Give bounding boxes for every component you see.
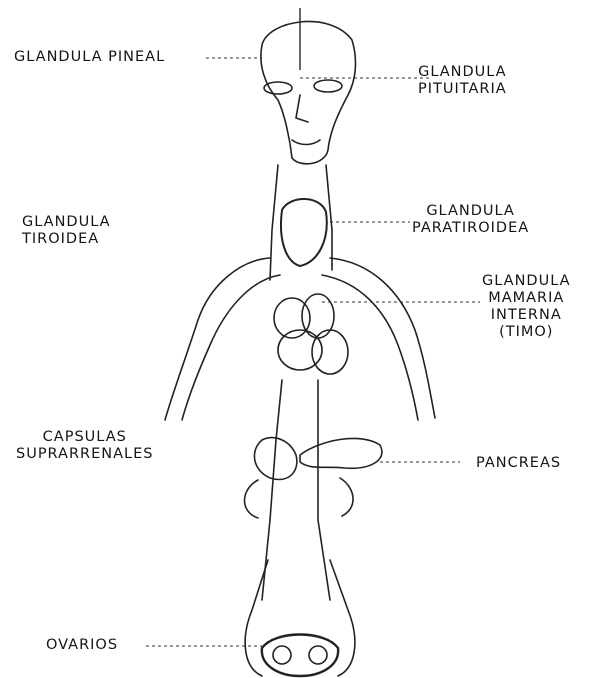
label-text: GLANDULA PINEAL [14,49,165,66]
label-text: TIROIDEA [22,231,111,248]
trunk-right [318,380,330,600]
right-arm-inner [322,275,418,420]
label-text: GLANDULA [22,214,111,231]
ovary-right [309,646,327,664]
label-pancreas: PANCREAS [476,455,561,472]
label-text: GLANDULA [412,203,529,220]
label-glandula-pineal: GLANDULA PINEAL [14,49,165,66]
label-glandula-paratiroidea: GLANDULA PARATIROIDEA [412,203,529,237]
label-text: SUPRARRENALES [16,446,154,463]
label-text: PANCREAS [476,455,561,472]
label-text: GLANDULA [418,64,507,81]
label-glandula-mamaria-interna: GLANDULA MAMARIA INTERNA (TIMO) [482,273,571,341]
label-text: (TIMO) [482,324,571,341]
label-text: CAPSULAS [16,429,154,446]
pelvis-right [330,560,355,676]
label-ovarios: OVARIOS [46,637,118,654]
label-text: OVARIOS [46,637,118,654]
left-eye [264,82,292,94]
thymus-lobe-4 [312,330,348,374]
mouth [292,140,320,145]
label-text: INTERNA [482,307,571,324]
label-capsulas-suprarrenales: CAPSULAS SUPRARRENALES [16,429,154,463]
kidney-right [340,478,353,516]
left-shoulder [165,258,270,420]
thyroid-shape [281,199,327,266]
pancreas-shape [300,438,382,468]
label-text: GLANDULA [482,273,571,290]
head-outline [261,21,356,163]
left-arm-inner [182,275,280,420]
right-eye [314,80,342,92]
label-glandula-tiroidea: GLANDULA TIROIDEA [22,214,111,248]
label-glandula-pituitaria: GLANDULA PITUITARIA [418,64,507,98]
nose [296,95,308,122]
label-text: MAMARIA [482,290,571,307]
ovary-left [273,646,291,664]
label-text: PITUITARIA [418,81,507,98]
neck-left [270,165,278,280]
label-text: PARATIROIDEA [412,220,529,237]
kidney-left [245,480,259,518]
